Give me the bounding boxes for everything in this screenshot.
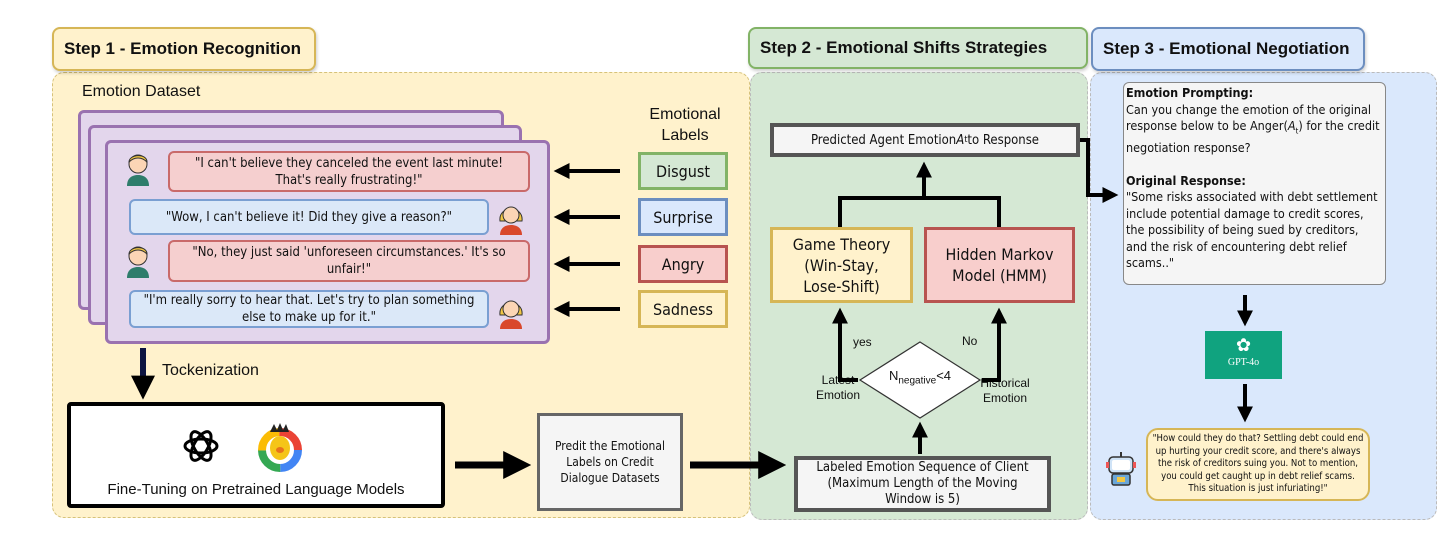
openai-logo-icon <box>183 430 219 462</box>
arrow-predicted-to-prompt <box>1080 138 1119 203</box>
step1-header: Step 1 - Emotion Recognition <box>52 27 316 71</box>
arrow-no-to-hmm <box>982 307 1007 382</box>
decision-diamond <box>858 341 982 419</box>
predict-labels-box: Predit the Emotional Labels on Credit Di… <box>537 413 683 511</box>
labels-title: Emotional Labels <box>649 106 721 144</box>
boy-avatar-icon <box>127 154 149 186</box>
arrow-yes-to-game <box>832 307 858 382</box>
game-theory-box: Game Theory (Win-Stay, Lose-Shift) <box>770 227 913 303</box>
dialogue-bubble-1: "I can't believe they canceled the event… <box>168 151 530 192</box>
dialogue-bubble-2: "Wow, I can't believe it! Did they give … <box>129 199 489 235</box>
emotion-sequence-box: Labeled Emotion Sequence of Client (Maxi… <box>794 456 1051 512</box>
girl-avatar-icon <box>499 300 523 329</box>
label-disgust: Disgust <box>638 152 728 190</box>
label-sadness: Sadness <box>638 290 728 328</box>
tokenization-label: Tockenization <box>162 362 259 379</box>
prompt-heading: Emotion Prompting: <box>1126 85 1254 100</box>
prompt-text: Can you change the emotion of the origin… <box>1126 101 1380 156</box>
openai-logo-icon: ✿ <box>1235 335 1252 355</box>
google-bert-logo-icon <box>258 423 302 472</box>
condition-label: Nnegative<4 <box>888 368 952 387</box>
latest-emotion-label: Latest Emotion <box>816 373 861 402</box>
robot-icon <box>1106 452 1136 486</box>
original-heading: Original Response: <box>1126 172 1246 188</box>
yes-label: yes <box>853 335 872 349</box>
agent-response-bubble: "How could they do that? Settling debt c… <box>1146 428 1370 501</box>
no-label: No <box>962 334 978 348</box>
prompt-box: Emotion Prompting: Can you change the em… <box>1123 82 1386 285</box>
merge-to-predicted <box>838 196 1001 227</box>
hmm-box: Hidden Markov Model (HMM) <box>924 227 1075 303</box>
step2-header: Step 2 - Emotional Shifts Strategies <box>748 27 1088 69</box>
dialogue-bubble-3: "No, they just said 'unforeseen circumst… <box>168 240 530 282</box>
dataset-title: Emotion Dataset <box>82 83 201 100</box>
step3-header: Step 3 - Emotional Negotiation <box>1091 27 1365 71</box>
historical-emotion-label: Historical Emotion <box>980 376 1030 405</box>
finetune-box: Fine-Tuning on Pretrained Language Model… <box>67 402 445 508</box>
finetune-label: Fine-Tuning on Pretrained Language Model… <box>107 481 405 498</box>
gpt4o-box: ✿ GPT-4o <box>1205 331 1282 379</box>
girl-avatar-icon <box>499 206 523 235</box>
label-surprise: Surprise <box>638 198 728 236</box>
label-angry: Angry <box>638 245 728 283</box>
original-text: "Some risks associated with debt settlem… <box>1126 189 1378 270</box>
boy-avatar-icon <box>127 246 149 278</box>
gpt4o-label: GPT-4o <box>1227 357 1260 368</box>
dialogue-bubble-4: "I'm really sorry to hear that. Let's tr… <box>129 290 489 328</box>
